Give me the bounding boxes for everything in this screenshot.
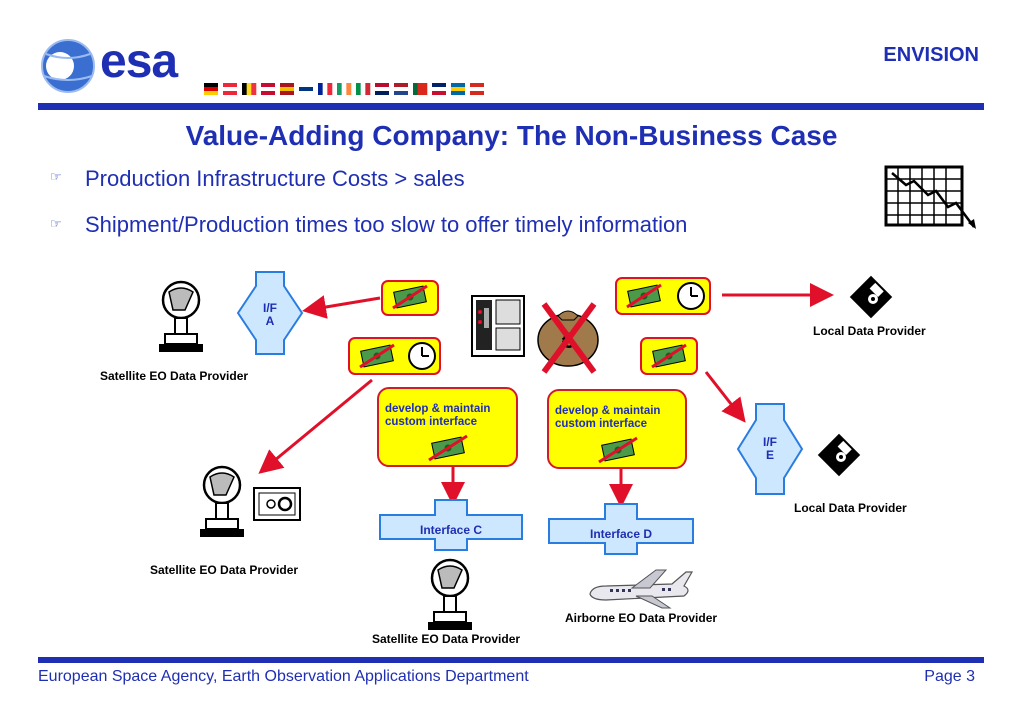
satellite-dish-icon [196, 463, 248, 541]
esa-logo: esa [38, 34, 208, 96]
flag-icon [432, 83, 446, 95]
custom-interface-box-right: develop & maintain custom interface [547, 389, 687, 469]
interface-d-label: Interface D [589, 527, 653, 541]
no-money-tile-3 [615, 277, 711, 315]
custom-interface-text-left: develop & maintain custom interface [385, 403, 491, 428]
production-machine-icon [470, 294, 526, 358]
label-sat-bottom: Satellite EO Data Provider [372, 632, 521, 646]
no-money-tile-4 [640, 337, 698, 375]
floppy-disk-icon [846, 272, 896, 322]
member-flags [204, 82, 504, 95]
esa-logo-text: esa [100, 35, 178, 88]
header-rule [38, 103, 984, 110]
flag-icon [413, 83, 428, 95]
interface-a-label: I/F A [263, 301, 277, 328]
flag-icon [223, 83, 237, 95]
footer-org: European Space Agency, Earth Observation… [38, 668, 529, 685]
no-money-bag-icon: € [532, 296, 604, 378]
arrow-to-sat-mid [258, 378, 373, 474]
pointing-hand-icon: ☞ [50, 169, 62, 184]
arrow-to-if-a [302, 295, 381, 319]
interface-c: Interface C [379, 499, 523, 551]
satellite-dish-icon [155, 278, 207, 356]
footer-rule [38, 657, 984, 663]
floppy-disk-icon [814, 430, 864, 480]
interface-d: Interface D [548, 503, 694, 555]
arrow-to-if-e [704, 371, 746, 423]
interface-e: I/F E [736, 402, 804, 496]
flag-icon [299, 83, 313, 95]
flag-icon [280, 83, 294, 95]
footer-page: Page 3 [924, 668, 975, 685]
flag-icon [337, 83, 352, 95]
no-money-icon [598, 436, 638, 464]
slide-title: Value-Adding Company: The Non-Business C… [185, 120, 838, 151]
project-name: ENVISION [883, 44, 979, 66]
custom-interface-text-right: develop & maintain custom interface [555, 405, 661, 430]
airplane-icon [586, 566, 694, 610]
label-local-right: Local Data Provider [794, 501, 907, 515]
bullet-2-text: Shipment/Production times too slow to of… [85, 212, 688, 237]
flag-icon [242, 83, 257, 95]
custom-interface-box-left: develop & maintain custom interface [377, 387, 518, 467]
bullet-1-text: Production Infrastructure Costs > sales [85, 166, 465, 191]
interface-c-label: Interface C [419, 523, 483, 537]
bullet-2: ☞ [50, 215, 62, 233]
satellite-dish-icon [424, 556, 476, 634]
tape-reel-icon [253, 487, 301, 521]
flag-icon [451, 83, 465, 95]
flag-icon [261, 83, 275, 95]
label-sat-top: Satellite EO Data Provider [100, 369, 249, 383]
declining-chart-icon [884, 163, 980, 233]
interface-a: I/F A [236, 270, 304, 356]
label-airborne: Airborne EO Data Provider [565, 611, 718, 625]
interface-e-label: I/F E [763, 435, 777, 462]
flag-icon [375, 83, 389, 95]
label-local-top: Local Data Provider [813, 324, 926, 338]
flag-icon [356, 83, 371, 95]
flag-icon [204, 83, 218, 95]
no-money-icon [428, 434, 468, 462]
label-sat-mid: Satellite EO Data Provider [150, 563, 299, 577]
pointing-hand-icon: ☞ [50, 216, 62, 231]
no-money-tile-1 [381, 280, 439, 316]
flag-icon [318, 83, 333, 95]
esa-globe-icon [41, 39, 95, 93]
flag-icon [470, 83, 484, 95]
flag-icon [394, 83, 408, 95]
no-money-tile-2 [348, 337, 441, 375]
bullet-1: ☞ [50, 168, 62, 186]
